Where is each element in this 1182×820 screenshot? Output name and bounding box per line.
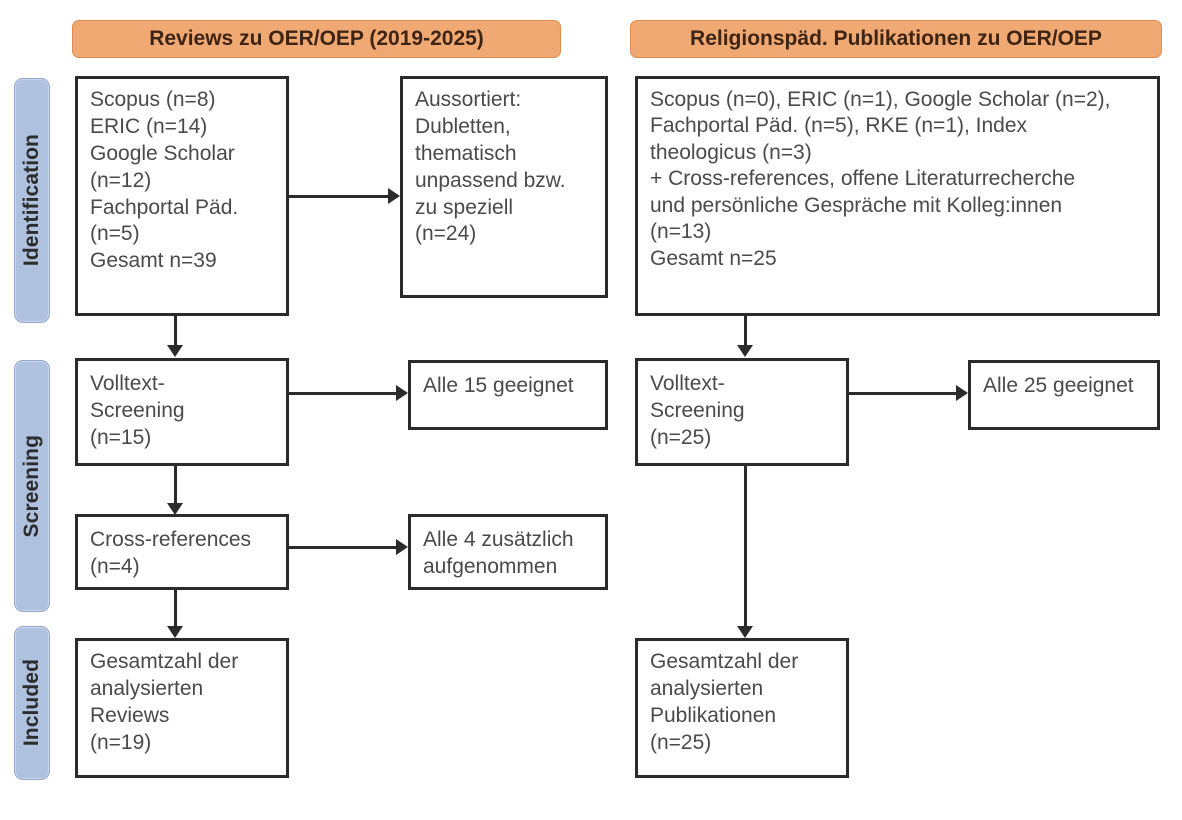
stage-label-included: Included — [20, 659, 43, 747]
connector-left-id-to-excluded — [289, 195, 389, 198]
node-right-identification: Scopus (n=0), ERIC (n=1), Google Scholar… — [635, 76, 1160, 316]
node-left-identification: Scopus (n=8) ERIC (n=14) Google Scholar … — [75, 76, 289, 316]
node-left-fulltext-result: Alle 15 geeignet — [408, 360, 608, 430]
arrowhead-right-fulltext-to-included — [737, 626, 753, 638]
connector-left-id-to-fulltext — [174, 316, 177, 352]
node-left-excluded: Aussortiert: Dubletten, thematisch unpas… — [400, 76, 608, 298]
stage-pill-included: Included — [14, 626, 50, 780]
node-left-identification-text: Scopus (n=8) ERIC (n=14) Google Scholar … — [90, 88, 239, 273]
column-header-right: Religionspäd. Publikationen zu OER/OEP — [630, 20, 1162, 58]
node-left-included: Gesamtzahl der analysierten Reviews (n=1… — [75, 638, 289, 778]
connector-right-fulltext-to-result — [849, 392, 957, 395]
node-left-fulltext-screening-text: Volltext- Screening (n=15) — [90, 372, 185, 449]
node-right-fulltext-result-text: Alle 25 geeignet — [983, 374, 1134, 397]
arrowhead-left-id-to-fulltext — [167, 345, 183, 357]
arrowhead-right-id-to-fulltext — [737, 345, 753, 357]
stage-pill-screening: Screening — [14, 360, 50, 612]
node-left-fulltext-result-text: Alle 15 geeignet — [423, 374, 574, 397]
node-right-fulltext-result: Alle 25 geeignet — [968, 360, 1160, 430]
stage-label-screening: Screening — [20, 434, 43, 538]
connector-left-crossrefs-to-result — [289, 546, 397, 549]
arrowhead-left-crossrefs-to-included — [167, 626, 183, 638]
stage-label-identification: Identification — [20, 134, 43, 267]
node-left-excluded-text: Aussortiert: Dubletten, thematisch unpas… — [415, 88, 566, 246]
connector-left-crossrefs-to-included — [174, 590, 177, 632]
node-right-included: Gesamtzahl der analysierten Publikatione… — [635, 638, 849, 778]
column-header-left: Reviews zu OER/OEP (2019-2025) — [72, 20, 561, 58]
node-right-identification-text: Scopus (n=0), ERIC (n=1), Google Scholar… — [650, 88, 1111, 270]
node-right-included-text: Gesamtzahl der analysierten Publikatione… — [650, 650, 799, 754]
node-left-crossrefs-result-text: Alle 4 zusätzlich aufgenommen — [423, 528, 574, 578]
arrowhead-left-fulltext-to-crossrefs — [167, 503, 183, 515]
arrowhead-left-fulltext-to-result — [396, 385, 408, 401]
stage-pill-identification: Identification — [14, 78, 50, 323]
connector-left-fulltext-to-crossrefs — [174, 466, 177, 510]
node-left-crossrefs-result: Alle 4 zusätzlich aufgenommen — [408, 514, 608, 590]
node-left-crossrefs-text: Cross-references (n=4) — [90, 528, 252, 578]
node-left-crossrefs: Cross-references (n=4) — [75, 514, 289, 590]
node-left-fulltext-screening: Volltext- Screening (n=15) — [75, 358, 289, 466]
node-right-fulltext-screening-text: Volltext- Screening (n=25) — [650, 372, 745, 449]
node-left-included-text: Gesamtzahl der analysierten Reviews (n=1… — [90, 650, 239, 754]
arrowhead-right-fulltext-to-result — [956, 385, 968, 401]
arrowhead-left-crossrefs-to-result — [396, 539, 408, 555]
arrowhead-left-id-to-excluded — [388, 188, 400, 204]
connector-right-fulltext-to-included — [744, 466, 747, 632]
connector-left-fulltext-to-result — [289, 392, 397, 395]
node-right-fulltext-screening: Volltext- Screening (n=25) — [635, 358, 849, 466]
connector-right-id-to-fulltext — [744, 316, 747, 352]
